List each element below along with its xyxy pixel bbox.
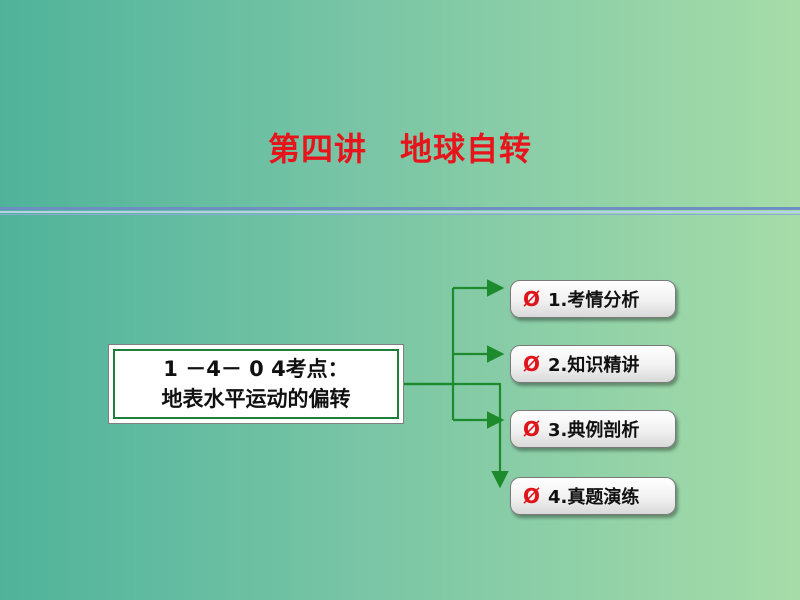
empty-set-bullet-icon: Ø (523, 417, 541, 441)
menu-item-exam-analysis[interactable]: Ø 1.考情分析 (510, 280, 676, 318)
topic-name: 地表水平运动的偏转 (161, 387, 351, 411)
menu-item-label: 3.典例剖析 (548, 420, 640, 441)
menu-item-practice[interactable]: Ø 4.真题演练 (510, 477, 676, 515)
arrow-down-icon (404, 382, 509, 489)
menu-item-knowledge[interactable]: Ø 2.知识精讲 (510, 345, 676, 383)
menu-item-label: 2.知识精讲 (548, 355, 640, 376)
divider-line-thin (0, 214, 800, 215)
empty-set-bullet-icon: Ø (523, 287, 541, 311)
menu-item-label: 1.考情分析 (548, 290, 640, 311)
divider-line-light (0, 211, 800, 213)
divider-line (0, 207, 800, 210)
empty-set-bullet-icon: Ø (523, 484, 541, 508)
menu-item-label: 4.真题演练 (548, 487, 640, 508)
empty-set-bullet-icon: Ø (523, 352, 541, 376)
topic-code: 1 －4－ 0 4考点： (163, 357, 349, 381)
topic-inner-frame: 1 －4－ 0 4考点： 地表水平运动的偏转 (113, 349, 399, 419)
menu-item-examples[interactable]: Ø 3.典例剖析 (510, 410, 676, 448)
slide-title: 第四讲 地球自转 (267, 130, 532, 168)
topic-box: 1 －4－ 0 4考点： 地表水平运动的偏转 (108, 344, 404, 424)
